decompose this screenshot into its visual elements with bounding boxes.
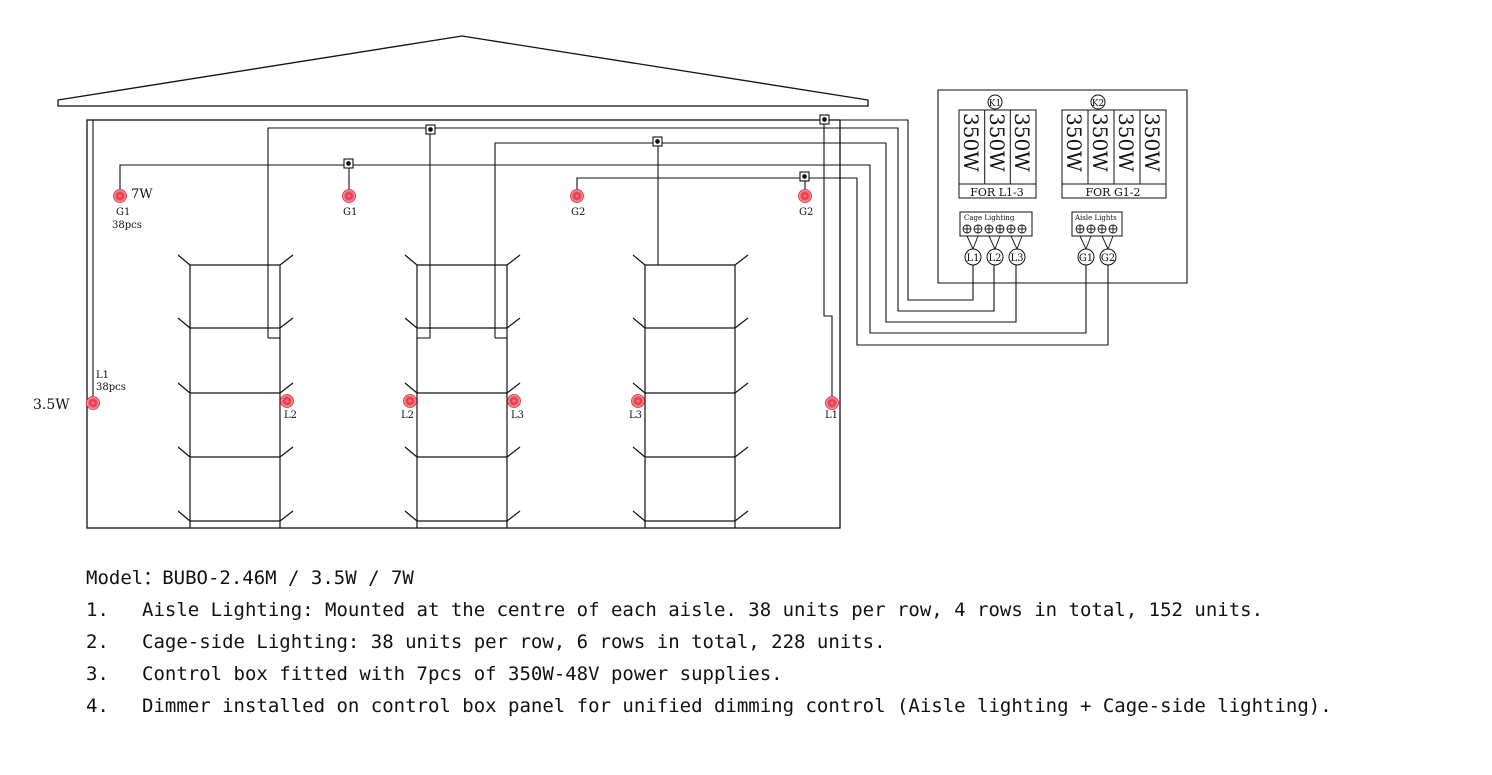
k2-supply-4: 350W — [1140, 113, 1164, 172]
cage-lighting-terminal: Cage Lighting L1 L2 L3 — [959, 211, 1033, 266]
lamp-g1-left — [113, 189, 127, 203]
k1-caption: FOR L1-3 — [970, 186, 1023, 199]
circuit-g1: G1 — [1079, 253, 1093, 264]
roof — [57, 35, 869, 107]
l2-cage2-label: L2 — [401, 410, 414, 421]
cages — [177, 254, 749, 528]
lamp-l1-left — [86, 396, 100, 410]
model-line: Model：BUBO-2.46M / 3.5W / 7W — [86, 567, 414, 589]
house-walls — [86, 119, 841, 529]
junction-boxes — [343, 114, 830, 182]
left-wattage-label: 3.5W — [33, 397, 70, 413]
circuit-l3: L3 — [1010, 253, 1023, 264]
k1-supply-2: 350W — [985, 113, 1009, 172]
lamp-l2-cage2 — [403, 394, 417, 408]
k1-supply-1: 350W — [959, 113, 983, 172]
wire-l2 — [267, 127, 995, 338]
lamp-l3-cage3 — [631, 394, 645, 408]
wire-l2-cage2 — [417, 128, 431, 339]
note-number: 2. — [86, 631, 109, 653]
note-text: Cage-side Lighting: 38 units per row, 6 … — [142, 631, 886, 653]
notes-block: Model：BUBO-2.46M / 3.5W / 7W 1. Aisle Lig… — [86, 562, 1332, 722]
g1-name-label: G1 — [116, 207, 130, 218]
k1-supply-3: 350W — [1010, 113, 1034, 172]
l2-cage1-label: L2 — [284, 410, 297, 421]
lamp-g2-right — [798, 189, 812, 203]
cage-terminal-label: Cage Lighting — [964, 214, 1015, 222]
lamp-g2-left — [570, 189, 584, 203]
k2-group: K2 350W 350W 350W 350W FOR G1-2 — [1061, 94, 1167, 199]
l1-count-label: 38pcs — [96, 382, 126, 393]
note-item: 4. Dimmer installed on control box panel … — [86, 690, 1332, 722]
lamp-labels: 3.5W 7W G1 38pcs L1 38pcs G1 G2 G2 L2 L2… — [33, 187, 838, 421]
l1-name-label: L1 — [96, 370, 109, 381]
building-outline — [57, 35, 869, 529]
lamp-g1-center — [342, 189, 356, 203]
k2-supply-1: 350W — [1062, 113, 1086, 172]
cage-2 — [404, 254, 521, 528]
k2-supply-2: 350W — [1088, 113, 1112, 172]
wire-l3 — [494, 142, 1017, 338]
aisle-terminal-label: Aisle Lights — [1074, 214, 1117, 222]
wire-g1 — [119, 164, 1087, 334]
l3-cage3-label: L3 — [629, 410, 642, 421]
lamps — [86, 189, 839, 410]
wire-l1 — [92, 119, 974, 398]
note-number: 4. — [86, 695, 109, 717]
k1-supply-frame — [958, 109, 1037, 199]
k2-supply-3: 350W — [1114, 113, 1138, 172]
control-box-outline — [937, 89, 1188, 284]
note-item: 1. Aisle Lighting: Mounted at the centre … — [86, 594, 1332, 626]
lamp-l2-cage1 — [280, 394, 294, 408]
k2-caption: FOR G1-2 — [1086, 186, 1141, 199]
k2-marker — [1090, 94, 1106, 110]
wire-g2 — [576, 177, 1109, 346]
note-text: Dimmer installed on control box panel fo… — [142, 695, 1332, 717]
g1-watt-label: 7W — [131, 187, 153, 202]
control-box: K1 350W 350W 350W FOR L1-3 K2 350W 350W … — [937, 89, 1188, 284]
note-text: Aisle Lighting: Mounted at the centre of… — [142, 599, 1264, 621]
note-item: 3. Control box fitted with 7pcs of 350W-4… — [86, 658, 1332, 690]
k1-marker — [987, 94, 1003, 110]
wire-l1-right — [823, 120, 833, 398]
note-item: 2. Cage-side Lighting: 38 units per row, … — [86, 626, 1332, 658]
g2-left-label: G2 — [571, 207, 585, 218]
g1-count-label: 38pcs — [112, 220, 142, 231]
note-number: 1. — [86, 599, 109, 621]
note-number: 3. — [86, 663, 109, 685]
g2-right-label: G2 — [799, 207, 813, 218]
l1-right-label: L1 — [825, 410, 838, 421]
cage-3 — [632, 254, 749, 528]
k1-group: K1 350W 350W 350W FOR L1-3 — [958, 94, 1037, 199]
k1-label: K1 — [989, 99, 1001, 109]
wiring — [92, 119, 1109, 398]
cage-1 — [177, 254, 294, 528]
lamp-l3-cage2 — [507, 394, 521, 408]
k2-label: K2 — [1092, 99, 1104, 109]
note-text: Control box fitted with 7pcs of 350W-48V… — [142, 663, 783, 685]
l3-cage2-label: L3 — [511, 410, 524, 421]
lamp-l1-right — [825, 396, 839, 410]
circuit-l1: L1 — [966, 253, 979, 264]
circuit-g2: G2 — [1101, 253, 1115, 264]
aisle-lights-terminal: Aisle Lights G1 G2 — [1071, 211, 1123, 266]
circuit-l2: L2 — [988, 253, 1001, 264]
g1-center-label: G1 — [343, 207, 357, 218]
